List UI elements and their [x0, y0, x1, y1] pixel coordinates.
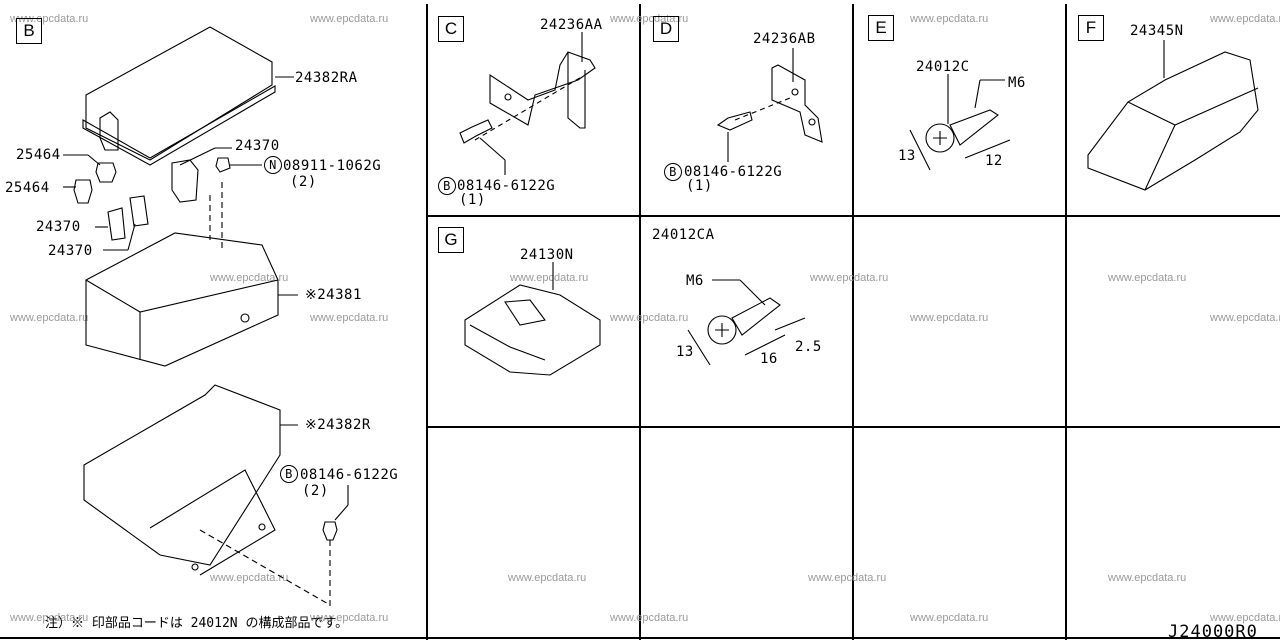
quantity-label: (1)	[686, 178, 713, 194]
footnote: 注）※ 印部品コードは 24012N の構成部品です。	[45, 616, 349, 631]
part-label[interactable]: 25464	[5, 180, 50, 196]
grid-divider	[852, 4, 854, 640]
dimension-label: 12	[985, 153, 1003, 169]
part-label[interactable]: 24012CA	[652, 227, 715, 243]
part-code-circle: N	[264, 156, 282, 174]
dimension-label: 13	[676, 344, 694, 360]
watermark: www.epcdata.ru	[1108, 272, 1187, 284]
part-label[interactable]: 24236AA	[540, 17, 603, 33]
part-label[interactable]: 24236AB	[753, 31, 816, 47]
watermark: www.epcdata.ru	[1210, 312, 1280, 324]
part-label[interactable]: 24370	[36, 219, 81, 235]
section-label-c: C	[438, 16, 464, 42]
grid-divider	[0, 637, 1280, 639]
thread-label: M6	[686, 273, 704, 289]
part-code-circle: B	[438, 177, 456, 195]
grid-divider	[426, 4, 428, 640]
section-label-b: B	[16, 18, 42, 44]
section-label-f: F	[1078, 15, 1104, 41]
watermark: www.epcdata.ru	[310, 13, 389, 25]
watermark: www.epcdata.ru	[1210, 612, 1280, 624]
section-label-d: D	[653, 16, 679, 42]
watermark: www.epcdata.ru	[10, 612, 89, 624]
watermark: www.epcdata.ru	[910, 312, 989, 324]
part-label[interactable]: 08146-6122G	[684, 164, 783, 180]
section-label-e: E	[868, 15, 894, 41]
quantity-label: (2)	[290, 174, 317, 190]
grid-divider	[427, 215, 1280, 217]
watermark: www.epcdata.ru	[508, 572, 587, 584]
watermark: www.epcdata.ru	[1108, 572, 1187, 584]
part-label[interactable]: 08146-6122G	[300, 467, 399, 483]
part-label[interactable]: ※24381	[305, 287, 362, 303]
dimension-label: 16	[760, 351, 778, 367]
watermark: www.epcdata.ru	[210, 272, 289, 284]
watermark: www.epcdata.ru	[808, 572, 887, 584]
section-label-g: G	[438, 227, 464, 253]
watermark: www.epcdata.ru	[510, 272, 589, 284]
thread-label: M6	[1008, 75, 1026, 91]
part-code-circle: B	[664, 163, 682, 181]
part-label[interactable]: 25464	[16, 147, 61, 163]
watermark: www.epcdata.ru	[1210, 13, 1280, 25]
watermark: www.epcdata.ru	[310, 312, 389, 324]
watermark: www.epcdata.ru	[210, 572, 289, 584]
diagram-id: J24000R0	[1168, 622, 1258, 642]
part-label[interactable]: 08911-1062G	[283, 158, 382, 174]
dimension-label: 2.5	[795, 339, 822, 355]
part-code-circle: B	[280, 465, 298, 483]
part-label[interactable]: ※24382R	[305, 417, 371, 433]
quantity-label: (1)	[459, 192, 486, 208]
part-label[interactable]: 24382RA	[295, 70, 358, 86]
watermark: www.epcdata.ru	[10, 13, 89, 25]
grid-divider	[1065, 4, 1067, 640]
watermark: www.epcdata.ru	[610, 312, 689, 324]
part-label[interactable]: 24370	[235, 138, 280, 154]
part-label[interactable]: 24370	[48, 243, 93, 259]
quantity-label: (2)	[302, 483, 329, 499]
part-label[interactable]: 24130N	[520, 247, 574, 263]
dimension-label: 13	[898, 148, 916, 164]
watermark: www.epcdata.ru	[910, 13, 989, 25]
part-label[interactable]: 24345N	[1130, 23, 1184, 39]
watermark: www.epcdata.ru	[910, 612, 989, 624]
watermark: www.epcdata.ru	[310, 612, 389, 624]
part-label[interactable]: 08146-6122G	[457, 178, 556, 194]
grid-divider	[427, 426, 1280, 428]
part-label[interactable]: 24012C	[916, 59, 970, 75]
watermark: www.epcdata.ru	[810, 272, 889, 284]
grid-divider	[639, 4, 641, 640]
watermark: www.epcdata.ru	[610, 612, 689, 624]
watermark: www.epcdata.ru	[10, 312, 89, 324]
